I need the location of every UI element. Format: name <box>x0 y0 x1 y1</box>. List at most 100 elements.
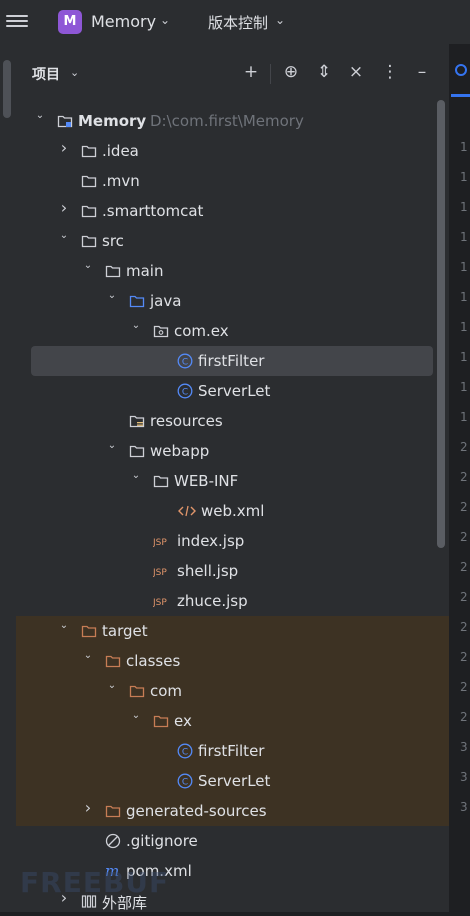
line-number: 1 <box>460 230 468 244</box>
main-menu-icon[interactable] <box>6 12 28 30</box>
folder-icon <box>129 443 145 459</box>
chevron-down-icon[interactable]: ⌄ <box>275 13 286 27</box>
svg-text:JSP: JSP <box>153 568 167 578</box>
chevron-down-icon[interactable]: ⌄ <box>35 110 45 121</box>
jsp-file-icon: JSP <box>152 563 169 579</box>
class-icon: C <box>177 353 193 369</box>
chevron-down-icon[interactable]: ⌄ <box>131 710 141 721</box>
chevron-down-icon[interactable]: ⌄ <box>107 680 117 691</box>
class-icon: C <box>177 383 193 399</box>
tree-row[interactable]: ⌄ main <box>16 256 449 286</box>
tree-row[interactable]: .mvn <box>16 166 449 196</box>
package-icon <box>153 323 169 339</box>
tree-item-label: main <box>126 262 164 280</box>
project-name[interactable]: Memory <box>91 12 157 31</box>
tree-item-label: shell.jsp <box>177 562 239 580</box>
tree-item-label: com.ex <box>174 322 229 340</box>
tree-row[interactable]: ›.smarttomcat <box>16 196 449 226</box>
line-number: 2 <box>460 590 468 604</box>
expand-all-icon[interactable]: ⇕ <box>316 62 332 82</box>
line-number: 3 <box>460 740 468 754</box>
tree-row[interactable]: ⌄webapp <box>16 436 449 466</box>
tree-row[interactable]: web.xml <box>16 496 449 526</box>
tree-row[interactable]: ›外部库 <box>16 886 449 916</box>
chevron-down-icon[interactable]: ⌄ <box>107 440 117 451</box>
chevron-down-icon[interactable]: ⌄ <box>70 66 80 79</box>
chevron-down-icon[interactable]: ⌄ <box>83 650 93 661</box>
svg-text:JSP: JSP <box>153 538 167 548</box>
tree-item-label: java <box>150 292 182 310</box>
add-icon[interactable]: + <box>243 62 259 82</box>
folder-icon <box>81 233 97 249</box>
library-icon <box>81 893 97 909</box>
tree-row[interactable]: ⌄ java <box>16 286 449 316</box>
chevron-right-icon[interactable]: › <box>60 198 68 217</box>
vcs-widget[interactable]: 版本控制 <box>208 14 269 32</box>
chevron-right-icon[interactable]: › <box>60 138 68 157</box>
chevron-down-icon[interactable]: ⌄ <box>107 290 117 301</box>
title-bar: M Memory ⌄ 版本控制 ⌄ <box>0 0 470 44</box>
line-number: 1 <box>460 200 468 214</box>
locate-file-icon[interactable]: ⊕ <box>283 62 299 82</box>
chevron-right-icon[interactable]: › <box>84 798 92 817</box>
class-icon: C <box>177 773 193 789</box>
tree-row[interactable]: m pom.xml <box>16 856 449 886</box>
tree-item-label: index.jsp <box>177 532 245 550</box>
maven-file-icon: m <box>105 862 121 880</box>
chevron-down-icon[interactable]: ⌄ <box>59 620 69 631</box>
tree-item-label: src <box>102 232 124 250</box>
tree-row[interactable]: ›.idea <box>16 136 449 166</box>
line-number: 3 <box>460 770 468 784</box>
left-tool-strip <box>0 44 16 912</box>
tree-row[interactable]: ⌄ src <box>16 226 449 256</box>
svg-text:m: m <box>105 863 119 879</box>
tree-row[interactable]: ⌄ target <box>16 616 449 646</box>
chevron-down-icon[interactable]: ⌄ <box>160 13 171 27</box>
tree-row[interactable]: ›generated-sources <box>16 796 449 826</box>
chevron-down-icon[interactable]: ⌄ <box>83 260 93 271</box>
editor-tab-icon[interactable] <box>455 64 467 76</box>
ignore-file-icon <box>105 833 121 849</box>
panel-title[interactable]: 项目 <box>32 67 60 83</box>
chevron-down-icon[interactable]: ⌄ <box>131 320 141 331</box>
xml-file-icon <box>177 503 196 519</box>
tree-row[interactable]: JSP shell.jsp <box>16 556 449 586</box>
line-number: 2 <box>460 470 468 484</box>
project-badge[interactable]: M <box>58 10 82 34</box>
line-number: 1 <box>460 260 468 274</box>
chevron-right-icon[interactable]: › <box>60 888 68 907</box>
tree-row[interactable]: C ServerLet <box>16 766 449 796</box>
tree-row[interactable]: ⌄ com.ex <box>16 316 449 346</box>
hide-panel-icon[interactable]: – <box>417 62 427 82</box>
watermark: FREEBUF <box>20 866 170 899</box>
excluded-folder-icon <box>105 653 121 669</box>
options-icon[interactable]: ⋮ <box>381 62 399 82</box>
tree-row[interactable]: resources <box>16 406 449 436</box>
tree-row[interactable]: ⌄com <box>16 676 449 706</box>
collapse-all-icon[interactable]: × <box>348 62 364 82</box>
svg-text:C: C <box>182 358 188 368</box>
tree-item-label: target <box>102 622 148 640</box>
toolbar-divider <box>270 64 271 84</box>
excluded-folder-icon <box>153 713 169 729</box>
tree-scrollbar[interactable] <box>437 100 445 548</box>
chevron-down-icon[interactable]: ⌄ <box>131 470 141 481</box>
tree-item-label: resources <box>150 412 223 430</box>
chevron-down-icon[interactable]: ⌄ <box>59 230 69 241</box>
line-number: 1 <box>460 140 468 154</box>
tree-item-label: ServerLet <box>198 772 271 790</box>
tree-row[interactable]: ⌄WEB-INF <box>16 466 449 496</box>
tree-row[interactable]: ⌄ex <box>16 706 449 736</box>
selection-highlight <box>31 346 433 376</box>
tree-row[interactable]: .gitignore <box>16 826 449 856</box>
tree-row[interactable]: ⌄classes <box>16 646 449 676</box>
tree-row[interactable]: JSP index.jsp <box>16 526 449 556</box>
tree-item-label: Memory <box>78 112 147 130</box>
project-path: D:\com.first\Memory <box>150 112 304 130</box>
tree-item-label: pom.xml <box>126 862 192 880</box>
